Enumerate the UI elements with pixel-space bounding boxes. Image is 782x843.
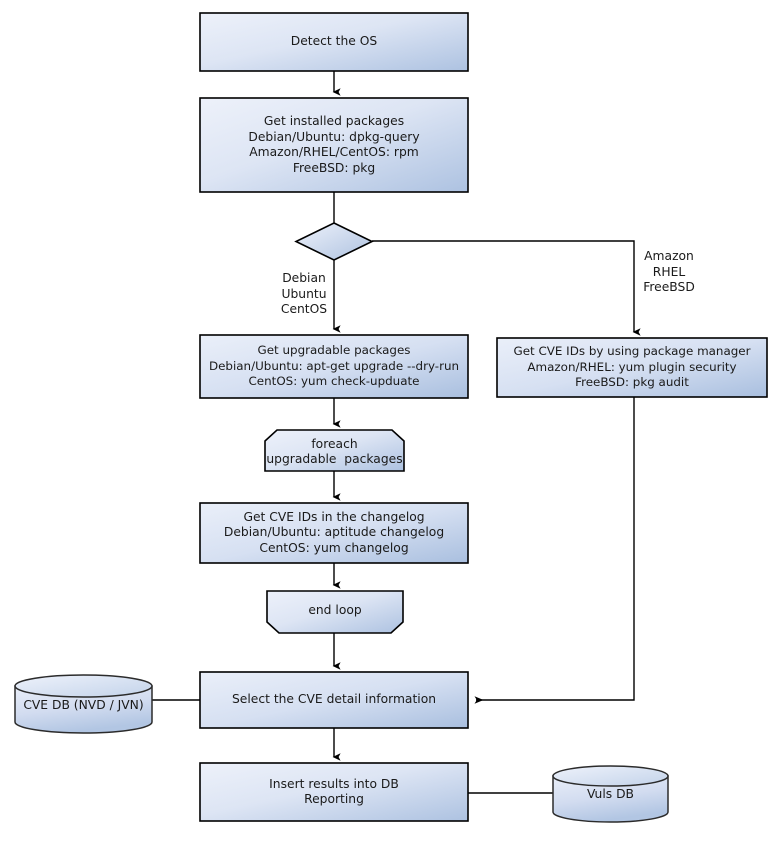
- edge-label-left-branch: Debian Ubuntu CentOS: [277, 271, 331, 318]
- node-end-loop-shape[interactable]: [266, 590, 404, 634]
- text-line: Debian: [282, 271, 326, 285]
- node-detect-os[interactable]: [200, 13, 468, 71]
- text-line: Amazon: [644, 249, 694, 263]
- node-cve-db[interactable]: [15, 675, 152, 733]
- node-installed-packages[interactable]: [200, 98, 468, 192]
- node-upgradable-packages[interactable]: [200, 335, 468, 398]
- node-decision-shape[interactable]: [294, 222, 374, 261]
- node-detect-os-shape[interactable]: [199, 12, 469, 72]
- text-line: RHEL: [652, 264, 686, 279]
- node-insert-results[interactable]: [200, 763, 468, 821]
- node-installed-packages-shape[interactable]: [199, 97, 469, 193]
- node-cve-by-pkg-manager[interactable]: [497, 338, 767, 397]
- edge-pkgmanager-to-select: [474, 397, 635, 704]
- node-foreach-loop-start-shape[interactable]: [264, 429, 405, 472]
- text-line: Ubuntu: [281, 286, 327, 301]
- node-cve-db-shape[interactable]: [14, 674, 153, 734]
- node-select-cve-detail[interactable]: [200, 672, 468, 728]
- node-cve-by-pkg-manager-shape[interactable]: [496, 337, 768, 398]
- connector-group: [152, 71, 641, 794]
- node-end-loop[interactable]: [267, 591, 403, 633]
- node-select-cve-detail-shape[interactable]: [199, 671, 469, 729]
- edge-decision-to-pkgmanager: [372, 240, 641, 336]
- text-line: FreeBSD: [643, 280, 695, 294]
- node-upgradable-packages-shape[interactable]: [199, 334, 469, 399]
- node-cve-in-changelog[interactable]: [200, 503, 468, 563]
- node-foreach-loop-start[interactable]: [265, 430, 404, 471]
- edge-label-right-branch: Amazon RHEL FreeBSD: [636, 249, 702, 296]
- node-decision[interactable]: [296, 223, 372, 260]
- node-insert-results-shape[interactable]: [199, 762, 469, 822]
- node-vuls-db-shape[interactable]: [552, 765, 669, 823]
- text-line: CentOS: [280, 302, 328, 316]
- node-cve-in-changelog-shape[interactable]: [199, 502, 469, 564]
- node-vuls-db[interactable]: [553, 766, 668, 822]
